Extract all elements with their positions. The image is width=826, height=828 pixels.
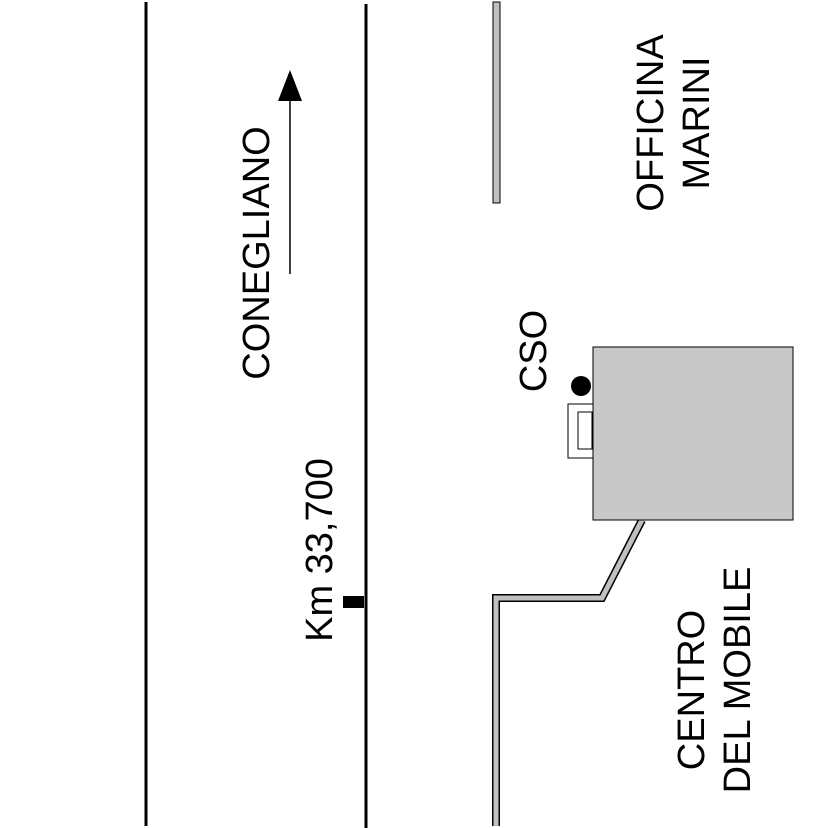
fence-lower	[493, 518, 645, 826]
fence-upper	[492, 1, 501, 204]
building-centro-del-mobile	[592, 346, 794, 521]
centro-label-line2: DEL MOBILE	[717, 567, 759, 794]
km-marker-label: Km 33,700	[299, 458, 341, 642]
cso-point-icon	[571, 376, 591, 396]
centro-label-line1: CENTRO	[671, 610, 713, 770]
officina-label-line2: MARINI	[676, 57, 718, 190]
building-entrance-inner	[577, 411, 593, 450]
direction-label: CONEGLIANO	[236, 126, 278, 379]
officina-label-line1: OFFICINA	[630, 34, 672, 212]
cso-label: CSO	[513, 310, 555, 392]
arrow-up-icon	[278, 70, 302, 274]
km-marker-tick	[343, 596, 364, 608]
